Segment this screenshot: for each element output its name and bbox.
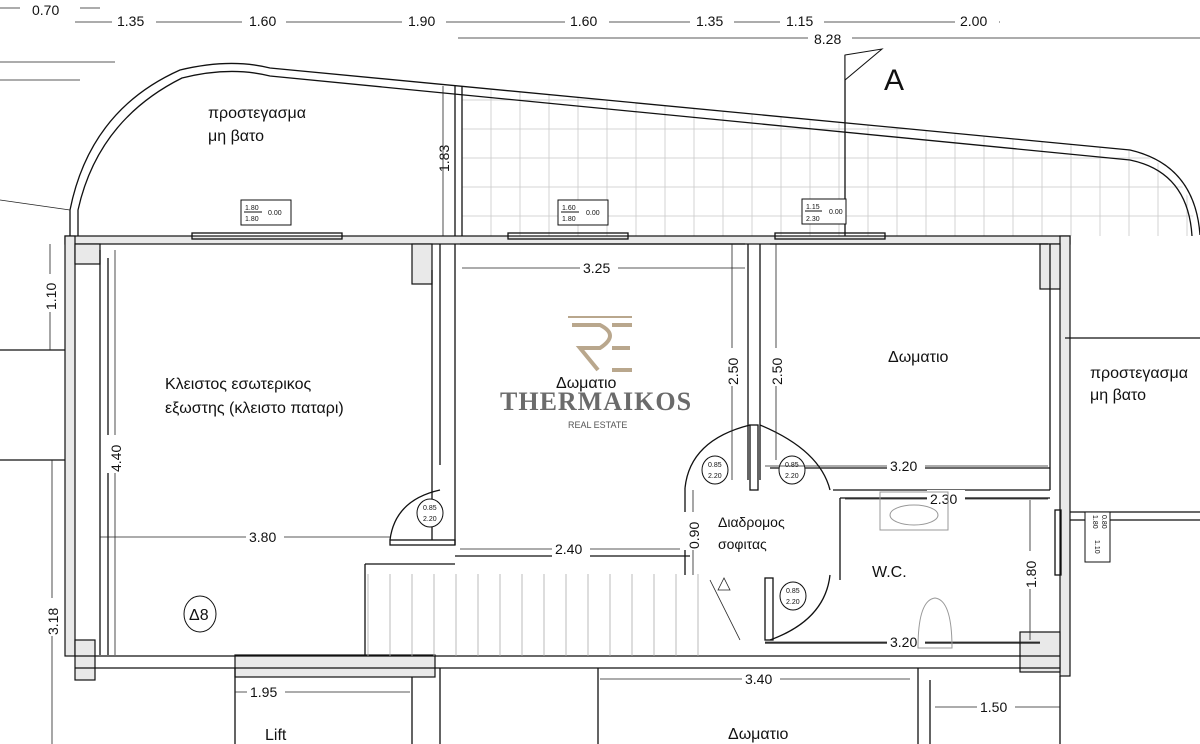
room-label-right: Δωματιο: [888, 349, 949, 366]
stairs: [367, 574, 741, 656]
door-width: 0.85: [786, 588, 800, 595]
door-swings: [389, 424, 831, 641]
room-label-closed-balcony-1: Κλειστος εσωτερικος: [165, 376, 311, 393]
dim-top-4: 1.60: [570, 13, 597, 29]
watermark-brand: THERMAIKOS: [500, 387, 692, 416]
room-label-corridor-2: σοφιτας: [718, 536, 767, 552]
window-tag-2: 1.60 1.80 0.00: [557, 199, 609, 226]
window-width: 1.60: [562, 205, 576, 212]
dim-180: 1.80: [1023, 561, 1039, 588]
door-width: 0.85: [785, 462, 799, 469]
dim-top-1: 1.35: [117, 13, 144, 29]
door-tag-1: 0.85 2.20: [416, 498, 444, 528]
dim-110: 1.10: [43, 283, 59, 310]
dim-top-5: 1.35: [696, 13, 723, 29]
section-label: A: [884, 64, 904, 97]
room-label-closed-balcony-2: εξωστης (κλειστο παταρι): [165, 400, 344, 417]
door-width: 0.85: [708, 462, 722, 469]
dim-320a: 3.20: [890, 458, 917, 474]
dim-250a: 2.50: [725, 358, 741, 385]
dim-250b: 2.50: [769, 358, 785, 385]
window-width: 0.80: [1100, 515, 1107, 529]
section-marker-a: A: [844, 48, 904, 236]
thermaikos-logo-mark: [568, 316, 632, 372]
room-label-center: Δωματιο: [556, 375, 617, 392]
dim-195: 1.95: [250, 684, 277, 700]
dim-top-3: 1.90: [408, 13, 435, 29]
canopy-right-line2: μη βατο: [1090, 387, 1146, 404]
dim-230: 2.30: [930, 491, 957, 507]
dim-090: 0.90: [686, 522, 702, 549]
window-tag-3: 1.15 2.30 0.00: [801, 198, 847, 225]
room-label-wc: W.C.: [872, 564, 907, 581]
door-tag-4: 0.85 2.20: [779, 581, 807, 611]
window-height: 1.80: [1091, 515, 1098, 529]
dim-240: 2.40: [555, 541, 582, 557]
room-label-corridor-1: Διαδρομος: [718, 514, 785, 530]
window-height: 1.80: [562, 216, 576, 223]
dim-440: 4.40: [108, 445, 124, 472]
window-marks: [191, 232, 1062, 641]
watermark-subtitle: REAL ESTATE: [568, 420, 627, 430]
door-width: 0.85: [423, 505, 437, 512]
window-tag-1: 1.80 1.80 0.00: [240, 199, 292, 226]
door-tag-2: 0.85 2.20: [701, 455, 729, 485]
window-height: 2.30: [806, 216, 820, 223]
window-sill: 0.00: [268, 210, 282, 217]
canopy-outline: [0, 62, 1200, 237]
door-height: 2.20: [708, 473, 722, 480]
interior-dimension-labels: 3.25 3.80 2.40 3.20 2.30 3.20 3.40 1.95 …: [41, 258, 1039, 716]
dim-380: 3.80: [249, 529, 276, 545]
thermaikos-watermark: Δωματιο THERMAIKOS REAL ESTATE: [500, 316, 692, 430]
dim-top-0: 0.70: [32, 2, 59, 18]
unit-label: Δ8: [189, 607, 209, 624]
window-sill: 0.00: [586, 210, 600, 217]
dim-top-6: 1.15: [786, 13, 813, 29]
dim-340: 3.40: [745, 671, 772, 687]
door-tag-3: 0.85 2.20: [778, 455, 806, 485]
unit-badge: Δ8: [183, 595, 217, 633]
canopy-left-line2: μη βατο: [208, 128, 264, 145]
room-label-lift: Lift: [265, 727, 287, 744]
window-width: 1.80: [245, 205, 259, 212]
door-height: 2.20: [785, 473, 799, 480]
top-dim-labels: 1.35 1.60 1.90 1.60 1.35 1.15 2.00 8.28: [112, 12, 999, 48]
dim-top-2: 1.60: [249, 13, 276, 29]
window-tag-4: 0.80 1.80 1.10: [1084, 511, 1111, 563]
dim-total: 8.28: [814, 31, 841, 47]
window-width: 1.15: [806, 204, 820, 211]
canopy-left-line1: προστεγασμα: [208, 105, 306, 122]
window-height: 1.80: [245, 216, 259, 223]
window-sill: 0.00: [829, 209, 843, 216]
dim-325: 3.25: [583, 260, 610, 276]
window-sill: 1.10: [1093, 540, 1100, 554]
walls: [64, 235, 1071, 681]
dim-183: 1.83: [436, 145, 452, 172]
dim-318: 3.18: [45, 608, 61, 635]
dim-320b: 3.20: [890, 634, 917, 650]
dim-150: 1.50: [980, 699, 1007, 715]
dim-top-7: 2.00: [960, 13, 987, 29]
room-label-bottom: Δωματιο: [728, 726, 789, 743]
wc-fixtures: [879, 491, 953, 649]
canopy-right-line1: προστεγασμα: [1090, 365, 1188, 382]
door-height: 2.20: [786, 599, 800, 606]
door-height: 2.20: [423, 516, 437, 523]
